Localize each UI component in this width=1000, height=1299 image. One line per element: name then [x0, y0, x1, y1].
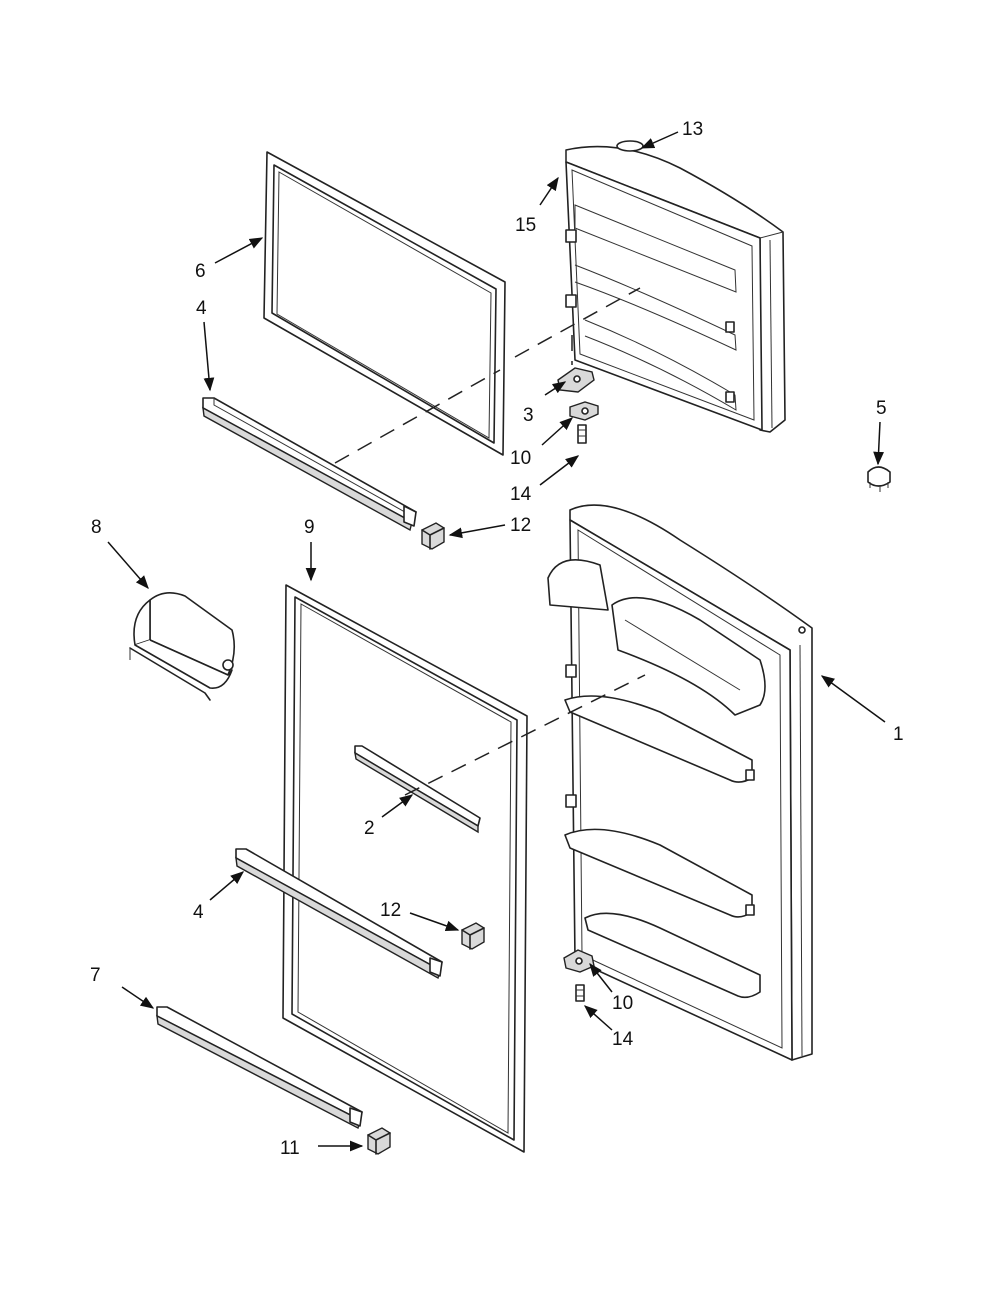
callout-12-upper: 12	[510, 515, 531, 536]
leader-arrows	[107, 131, 886, 1152]
callout-14-lower: 14	[612, 1029, 634, 1050]
callout-10-upper: 10	[510, 448, 531, 469]
handle-seal-icon	[616, 140, 644, 152]
plug-button	[867, 466, 891, 492]
callout-1: 1	[893, 724, 904, 745]
door-trim-strip-middle	[354, 745, 481, 834]
callout-14-upper: 14	[510, 484, 532, 505]
bottom-trim-strip	[156, 1006, 363, 1130]
callout-12-lower: 12	[380, 900, 401, 921]
freezer-door-gasket	[263, 151, 506, 456]
callout-10-lower: 10	[612, 993, 633, 1014]
callout-4-lower: 4	[193, 902, 204, 923]
end-cap	[367, 1127, 391, 1155]
assembly-lines	[334, 287, 646, 796]
callout-7: 7	[90, 965, 101, 986]
callout-11: 11	[280, 1138, 300, 1159]
fresh-food-door	[547, 504, 813, 1061]
fresh-food-door-bracket	[461, 922, 485, 950]
callout-2: 2	[364, 818, 375, 839]
upper-hinge-parts	[557, 367, 599, 444]
fresh-food-door-trim-strip	[235, 848, 443, 980]
door-bin	[129, 592, 236, 701]
callout-13: 13	[682, 119, 703, 140]
callout-3: 3	[523, 405, 534, 426]
callout-4-upper: 4	[196, 298, 207, 319]
callout-labels: 13 15 6 4 3 10 14 5 12 8 9 1 2 4 12 7 10…	[90, 119, 904, 1159]
fresh-food-door-gasket	[282, 584, 528, 1153]
callout-5: 5	[876, 398, 887, 419]
lower-hinge-parts	[563, 949, 595, 1002]
callout-9: 9	[304, 517, 315, 538]
freezer-door	[565, 140, 786, 433]
freezer-door-bracket	[421, 522, 445, 550]
callout-6: 6	[195, 261, 206, 282]
callout-15: 15	[515, 215, 536, 236]
callout-8: 8	[91, 517, 102, 538]
freezer-door-trim-strip	[202, 397, 417, 532]
